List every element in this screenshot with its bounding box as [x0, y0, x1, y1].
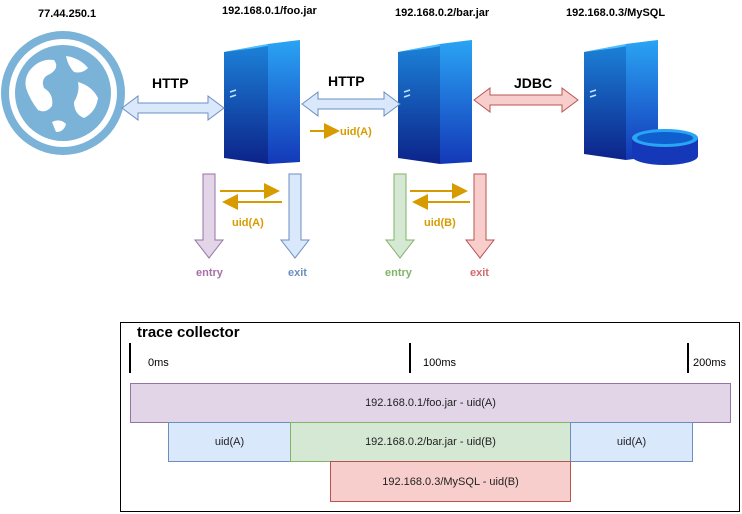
trace-collector-title: trace collector: [137, 324, 240, 341]
http-link-client-foo: [121, 95, 225, 121]
bar-exit-label: exit: [470, 267, 489, 279]
foo-server-icon: [224, 40, 300, 164]
mysql-server-label: 192.168.0.3/MySQL: [566, 7, 665, 19]
http-label-client-foo: HTTP: [152, 75, 189, 91]
span-uid-a-right: uid(A): [570, 422, 693, 462]
timeline-label-200: 200ms: [693, 357, 727, 369]
bar-server-label: 192.168.0.2/bar.jar: [395, 7, 490, 19]
timeline-tick-200: [687, 343, 689, 373]
foo-bar-uid-label: uid(A): [340, 126, 372, 138]
bar-entry-arrow: [384, 173, 416, 259]
bar-probe-uid: uid(B): [424, 217, 456, 229]
foo-server-label: 192.168.0.1/foo.jar: [222, 5, 317, 17]
foo-exit-arrow: [279, 173, 311, 259]
mysql-server-icon: [584, 40, 658, 160]
timeline-tick-0: [129, 343, 131, 373]
span-mysql: 192.168.0.3/MySQL - uid(B): [330, 461, 571, 502]
foo-entry-label: entry: [196, 267, 224, 279]
timeline-label-0: 0ms: [148, 357, 169, 369]
http-link-foo-bar: [301, 91, 401, 117]
bar-exit-arrow: [464, 173, 496, 259]
foo-exit-label: exit: [288, 267, 307, 279]
span-bar: 192.168.0.2/bar.jar - uid(B): [290, 422, 571, 462]
jdbc-link-bar-mysql: [473, 87, 579, 113]
http-label-foo-bar: HTTP: [328, 73, 365, 89]
span-uid-a-left: uid(A): [168, 422, 291, 462]
span-foo: 192.168.0.1/foo.jar - uid(A): [130, 383, 731, 423]
architecture-diagram: 77.44.250.1 192.168.0.1/foo.jar 192.168.…: [1, 5, 698, 279]
globe-icon: [1, 31, 125, 155]
bar-entry-label: entry: [385, 267, 413, 279]
timeline-tick-100: [409, 343, 411, 373]
database-icon: [632, 129, 698, 165]
foo-probe-uid: uid(A): [232, 217, 264, 229]
trace-collector-panel: [120, 322, 740, 512]
client-label: 77.44.250.1: [38, 8, 96, 20]
timeline-label-100: 100ms: [423, 357, 457, 369]
bar-server-icon: [398, 40, 472, 164]
foo-entry-arrow: [193, 173, 225, 259]
jdbc-label-bar-mysql: JDBC: [514, 75, 552, 91]
